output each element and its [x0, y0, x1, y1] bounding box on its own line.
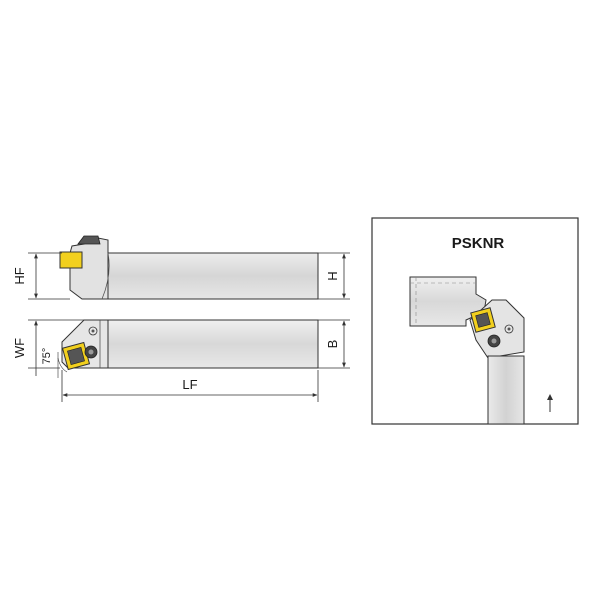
side-view-shank: [107, 252, 319, 300]
b-label: B: [325, 340, 340, 349]
lf-label: LF: [182, 377, 197, 392]
side-view-clamp: [77, 235, 101, 245]
angle-label: 75°: [41, 348, 53, 365]
small-screw: [88, 326, 98, 336]
hf-label: HF: [12, 267, 27, 284]
arrow-up-icon: [547, 394, 553, 412]
top-view-shank: [107, 319, 319, 369]
detail-holder-shank: [487, 355, 525, 425]
detail-box: PSKNR: [371, 217, 579, 425]
side-view: HF H: [12, 235, 350, 300]
detail-small-screw: [504, 324, 514, 334]
detail-insert: [470, 307, 496, 333]
h-label: H: [325, 271, 340, 280]
top-view-insert: [61, 341, 91, 371]
top-view: 75° WF B LF: [12, 319, 350, 402]
side-view-insert: [59, 251, 83, 269]
wf-label: WF: [12, 338, 27, 358]
detail-title: PSKNR: [452, 235, 505, 252]
